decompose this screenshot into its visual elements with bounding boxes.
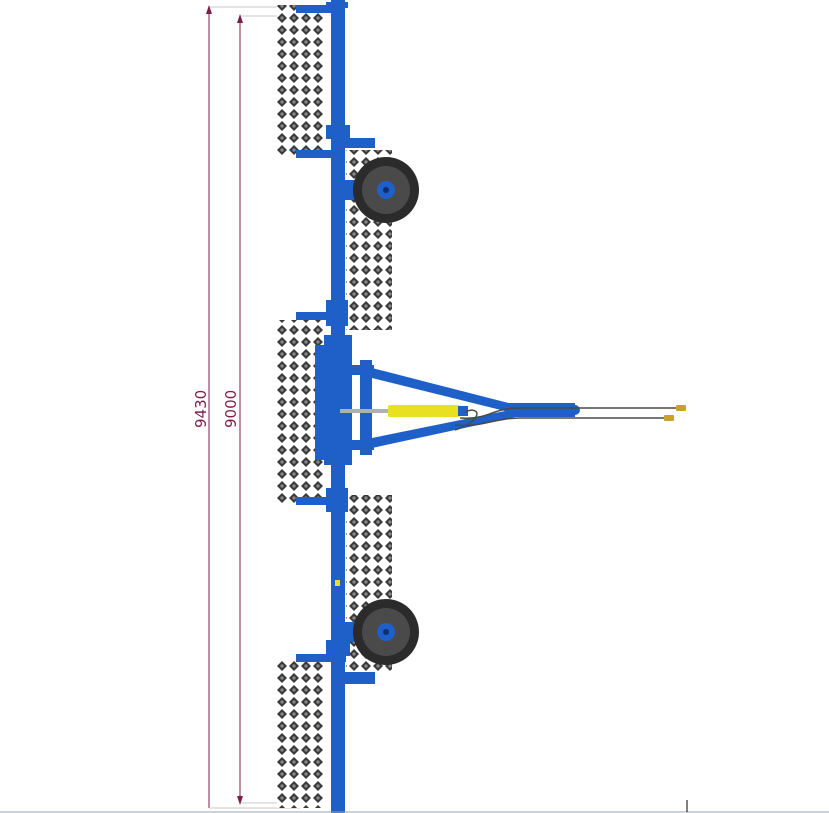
gang-bracket <box>296 654 346 662</box>
transport-wheel-upper <box>345 157 419 223</box>
gang-bracket <box>326 300 348 326</box>
hydraulic-cylinder <box>340 405 468 417</box>
center-block <box>324 335 352 465</box>
gang-bracket <box>326 488 348 512</box>
cylinder-rod <box>340 409 390 413</box>
gang-bracket <box>296 497 346 505</box>
gang-bracket <box>326 640 350 656</box>
drawbar-tongue <box>505 403 575 417</box>
beam-marker <box>335 580 340 586</box>
beam-top-bracket <box>326 2 348 8</box>
working-width-label: 9000 <box>222 390 240 428</box>
gang-bracket <box>345 138 375 148</box>
arrow-up-icon <box>206 5 212 14</box>
arrow-up-icon <box>237 14 243 23</box>
center-plate <box>315 345 325 460</box>
arrow-down-icon <box>237 796 243 805</box>
beam-top-cap <box>296 5 344 13</box>
hydraulic-hoses <box>454 407 680 431</box>
disc-gang-1 <box>277 5 323 155</box>
gang-bracket <box>296 150 344 158</box>
dimension-lines: 9430 9000 <box>192 5 300 809</box>
cylinder-body <box>388 405 460 417</box>
hose-coupler-lower <box>664 415 674 421</box>
drawbar-frame <box>372 368 520 448</box>
hose-lower <box>454 417 668 427</box>
main-frame <box>296 0 580 813</box>
center-post <box>360 360 372 455</box>
gang-bracket <box>345 672 375 684</box>
hitch-eye <box>570 405 580 415</box>
hose-upper <box>459 407 680 419</box>
cylinder-end <box>458 406 468 416</box>
hub-center <box>383 629 389 635</box>
disc-gang-5 <box>277 660 323 808</box>
hub-center <box>383 187 389 193</box>
gang-bracket <box>326 125 350 139</box>
hose-return <box>454 409 478 431</box>
gang-bracket <box>296 312 346 320</box>
overall-width-label: 9430 <box>192 390 210 428</box>
hose-coupler-upper <box>676 405 686 411</box>
transport-wheel-lower <box>345 599 419 665</box>
